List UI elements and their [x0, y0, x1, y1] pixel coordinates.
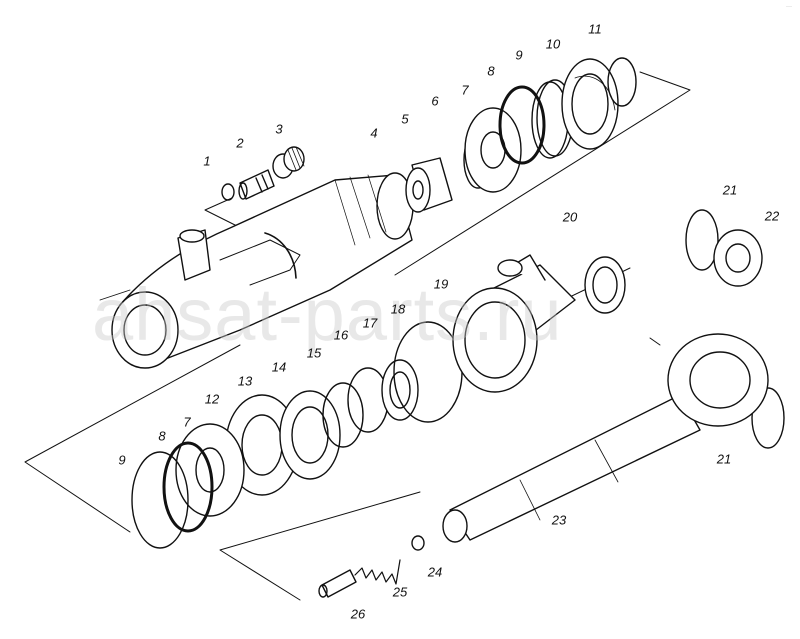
- callout-21-upper: 21: [722, 182, 738, 198]
- part-22-bearing: [713, 229, 763, 287]
- callout-19: 19: [433, 276, 449, 292]
- part-1-o-ring: [221, 183, 235, 201]
- callout-22: 22: [764, 208, 780, 224]
- callout-16: 16: [333, 327, 349, 343]
- callout-2: 2: [236, 135, 244, 151]
- callout-20: 20: [562, 209, 578, 225]
- callout-4: 4: [370, 125, 378, 141]
- callout-8-upper: 8: [487, 63, 495, 79]
- part-10-cuff: [561, 58, 619, 150]
- callout-7-lower: 7: [183, 414, 191, 430]
- part-5-bushing: [405, 157, 453, 213]
- callout-6: 6: [431, 93, 439, 109]
- part-8-seal-upper: [498, 85, 546, 165]
- part-16-ring: [347, 367, 389, 433]
- part-17-scraper: [381, 359, 419, 421]
- part-15-ring: [322, 382, 364, 448]
- callout-13: 13: [237, 373, 253, 389]
- part-25-spring: [354, 559, 401, 585]
- part-19-cylinder-head: [452, 254, 576, 393]
- callout-8-lower: 8: [158, 428, 166, 444]
- callout-12: 12: [204, 391, 220, 407]
- callout-7-upper: 7: [461, 82, 469, 98]
- part-4-cylinder-barrel: [99, 172, 414, 369]
- callout-10: 10: [545, 36, 561, 52]
- part-7-washer-upper: [464, 107, 522, 193]
- callout-23: 23: [551, 512, 567, 528]
- part-2-fitting: [238, 169, 275, 200]
- part-26-pin: [318, 569, 357, 598]
- callout-9-lower: 9: [118, 452, 126, 468]
- corner-mark: ···: [786, 4, 792, 10]
- callout-1: 1: [203, 153, 211, 169]
- callout-14: 14: [271, 359, 287, 375]
- callout-24: 24: [427, 564, 443, 580]
- part-24-nut: [411, 535, 425, 551]
- part-23-piston-rod: [442, 333, 769, 543]
- part-9-ring-lower: [131, 451, 189, 549]
- callout-21-lower: 21: [716, 451, 732, 467]
- callout-9-upper: 9: [515, 47, 523, 63]
- callout-18: 18: [390, 301, 406, 317]
- callout-11: 11: [588, 21, 602, 37]
- part-8-seal-lower: [162, 441, 214, 533]
- part-14-seal: [279, 390, 341, 480]
- callout-3: 3: [275, 121, 283, 137]
- callout-15: 15: [306, 345, 322, 361]
- callout-26: 26: [350, 606, 366, 622]
- callout-5: 5: [401, 111, 409, 127]
- part-20-seal-ring: [584, 256, 626, 314]
- callout-17: 17: [362, 315, 378, 331]
- part-21-retaining-ring-upper: [685, 209, 719, 271]
- part-11-retaining-ring: [607, 57, 637, 107]
- callout-25: 25: [392, 584, 408, 600]
- part-3-filter: [272, 146, 305, 179]
